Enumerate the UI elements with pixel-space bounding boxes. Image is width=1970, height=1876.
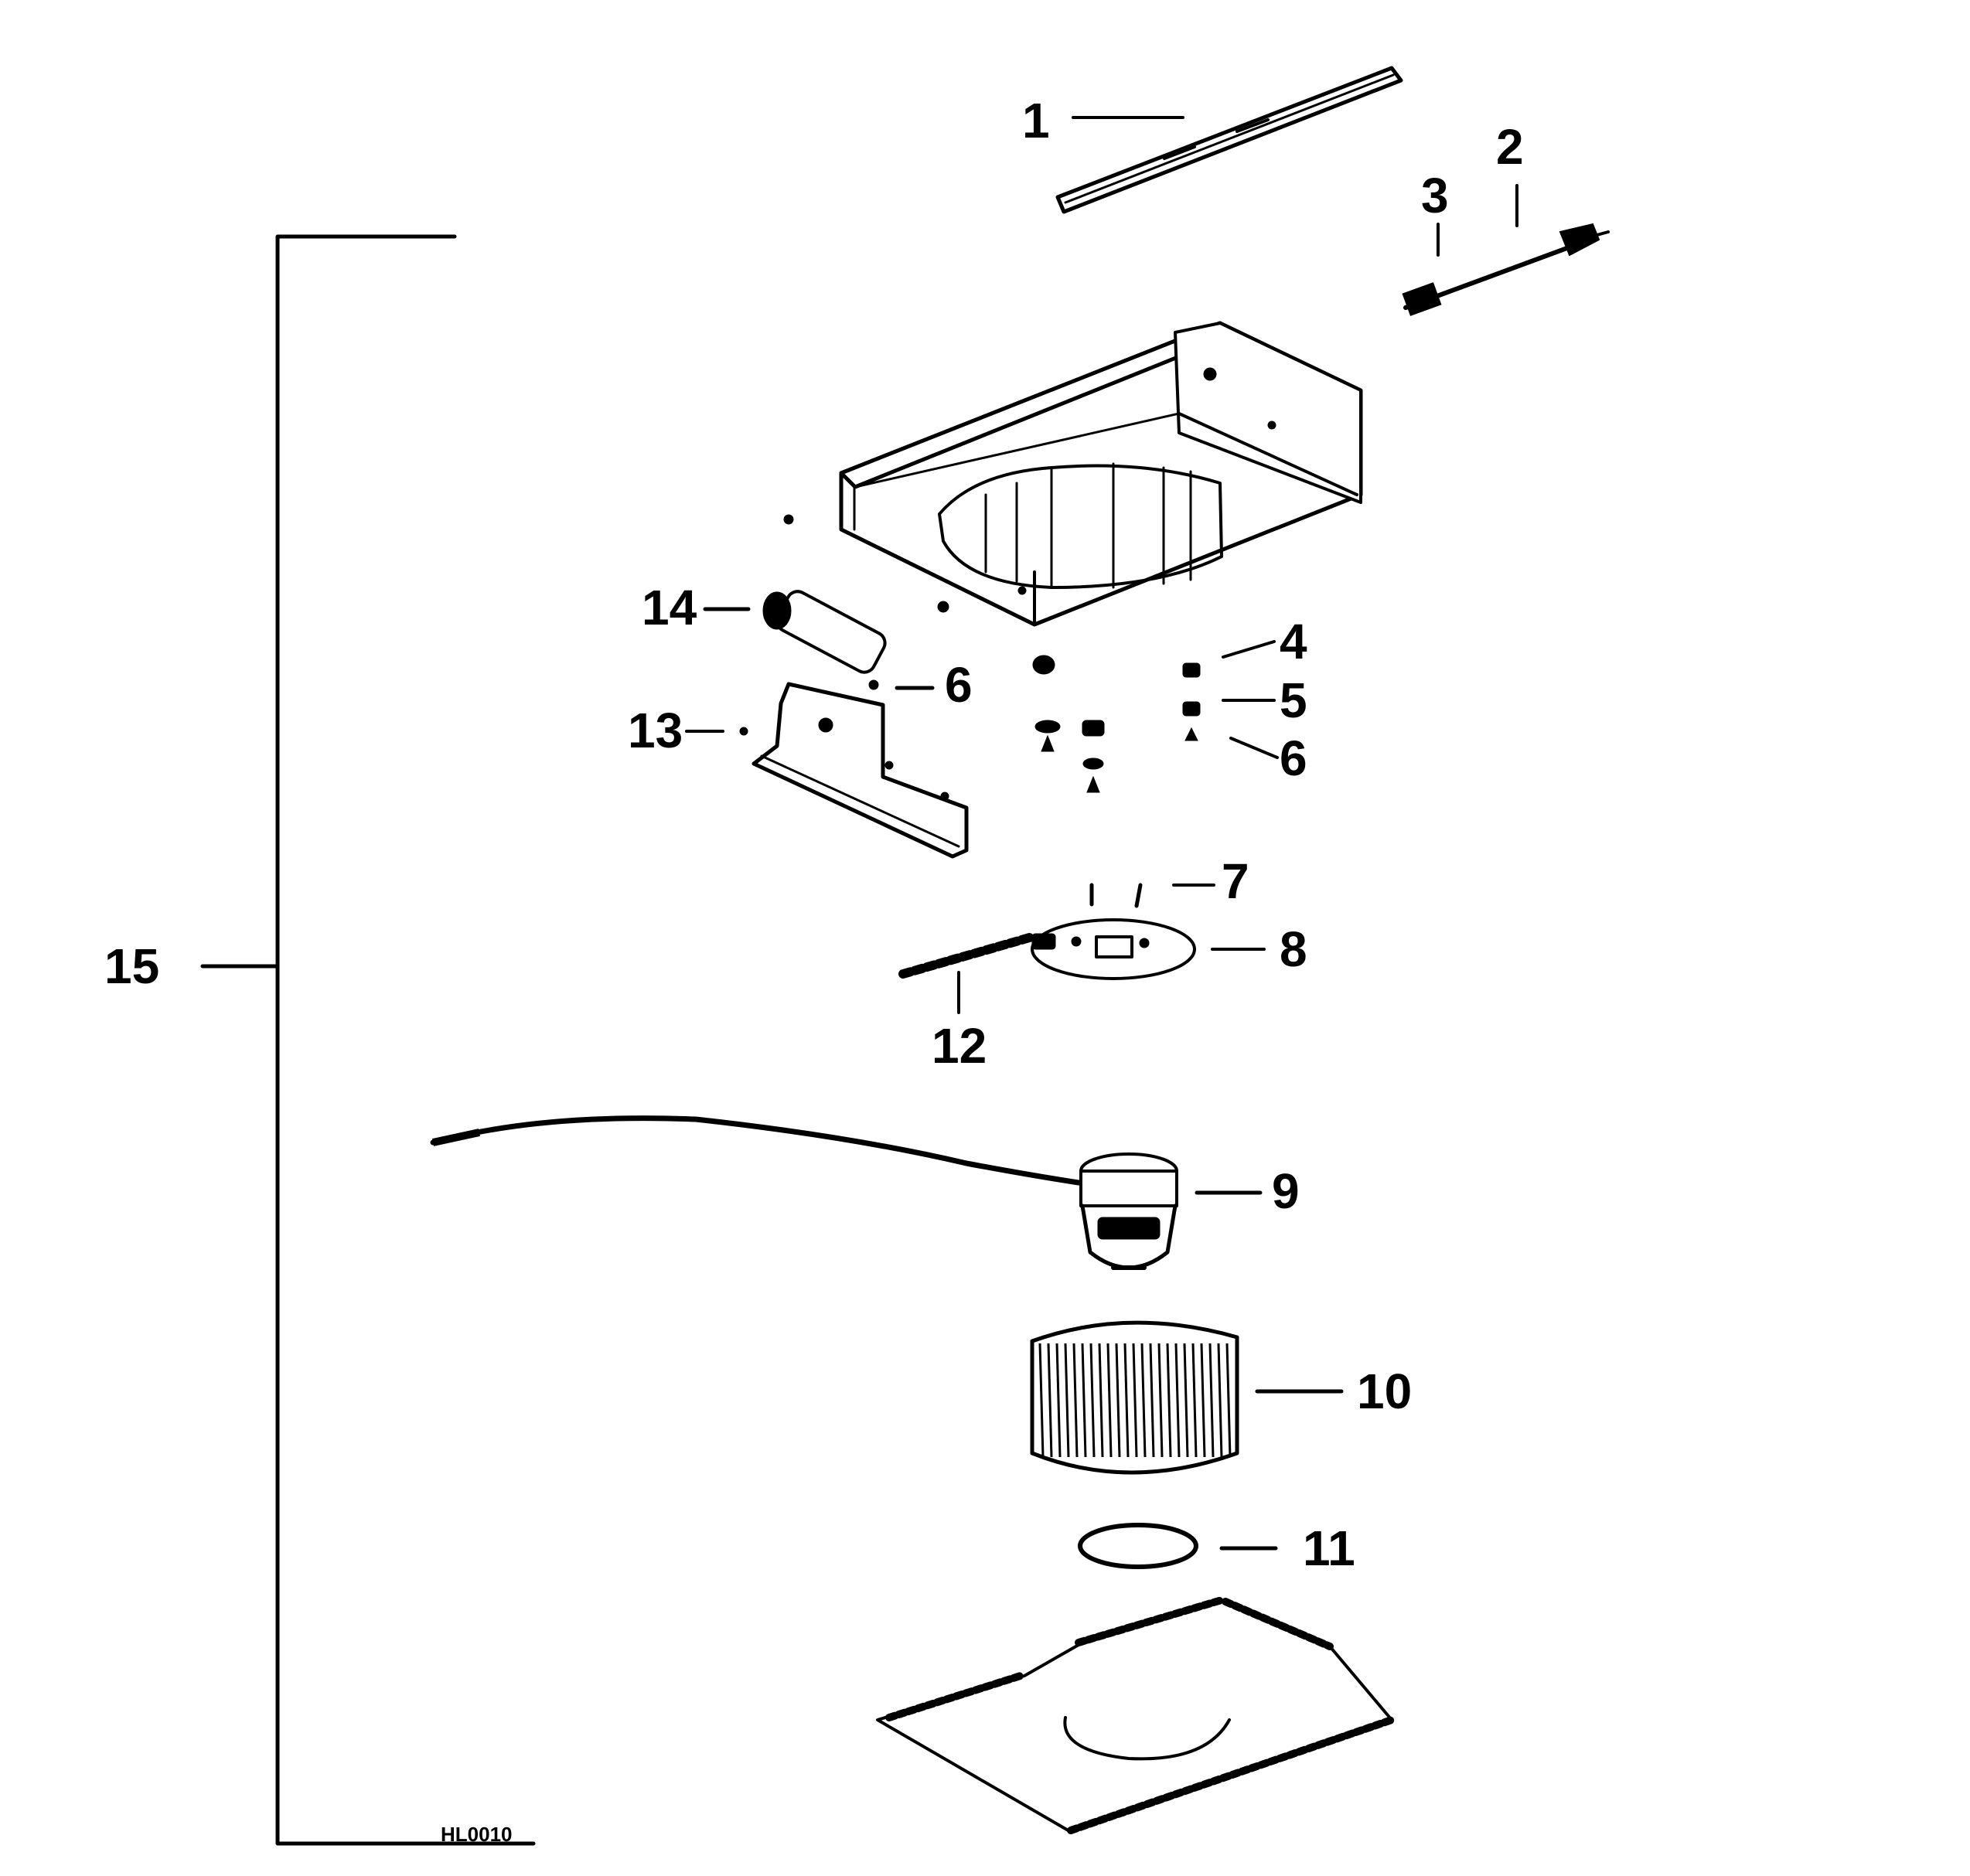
- blower-blade: [1174, 1343, 1181, 1458]
- label-11: 11: [1303, 1520, 1355, 1576]
- blower-blade: [1115, 1343, 1121, 1458]
- part-12-terminal-strip: [898, 932, 1056, 1014]
- blower-blade: [1089, 1343, 1096, 1458]
- blower-blade: [1106, 1343, 1113, 1458]
- part-14-capacitor: [703, 590, 887, 674]
- label-9: 9: [1272, 1163, 1300, 1219]
- blower-blade: [1208, 1343, 1215, 1458]
- blower-blades: [1038, 1343, 1232, 1458]
- part-7-screws: [1089, 883, 1215, 908]
- label-2: 2: [1496, 119, 1524, 175]
- part-labels: 1 2 3 4 5 6 6 7 8 9 10 11 12 13 14 15 HL…: [104, 93, 1524, 1846]
- assembly-bracket-15: [200, 234, 536, 1846]
- blower-blade: [1149, 1343, 1155, 1458]
- part-3-strain-relief: [1402, 223, 1442, 316]
- part-11-ring: [1078, 1523, 1278, 1569]
- label-10: 10: [1357, 1364, 1412, 1419]
- blower-blade: [1098, 1343, 1104, 1458]
- label-6-left: 6: [945, 657, 973, 713]
- blower-blade: [1047, 1343, 1053, 1458]
- part-10-blower-wheel: [1030, 1320, 1344, 1475]
- blower-blade: [1081, 1343, 1087, 1458]
- blower-blade: [1072, 1343, 1079, 1458]
- label-4: 4: [1280, 614, 1307, 669]
- blower-blade: [1038, 1343, 1045, 1458]
- blower-blade: [1183, 1343, 1189, 1458]
- label-8: 8: [1280, 921, 1307, 977]
- label-15: 15: [104, 938, 159, 994]
- blower-blade: [1191, 1343, 1198, 1458]
- bottom-panel: [876, 1596, 1396, 1834]
- main-housing: [783, 321, 1363, 627]
- label-3: 3: [1421, 168, 1449, 223]
- label-12: 12: [932, 1018, 987, 1074]
- blower-blade: [1217, 1343, 1223, 1458]
- drawing-code: HL0010: [441, 1823, 513, 1846]
- blower-blade: [1064, 1343, 1070, 1458]
- blower-blade: [1140, 1343, 1147, 1458]
- label-7: 7: [1222, 853, 1249, 909]
- label-6-right: 6: [1280, 730, 1307, 786]
- part-8-mounting-plate: [1031, 918, 1266, 980]
- blower-blade: [1157, 1343, 1164, 1458]
- blower-blade: [1166, 1343, 1172, 1458]
- label-5: 5: [1280, 672, 1307, 728]
- parts-4-5-6-hardware: [1032, 640, 1279, 793]
- blower-blade: [1123, 1343, 1130, 1458]
- blower-blade: [1200, 1343, 1206, 1458]
- blower-blade: [1132, 1343, 1138, 1458]
- part-13-bracket: [685, 682, 969, 859]
- part-1-mounting-strip: [1055, 66, 1403, 214]
- part-9-motor: [430, 1115, 1263, 1270]
- blower-blade: [1225, 1343, 1232, 1458]
- blower-blade: [1055, 1343, 1062, 1458]
- label-14: 14: [642, 580, 697, 635]
- label-1: 1: [1022, 93, 1050, 148]
- label-13: 13: [628, 703, 683, 758]
- part-6-screw-left: [868, 679, 935, 690]
